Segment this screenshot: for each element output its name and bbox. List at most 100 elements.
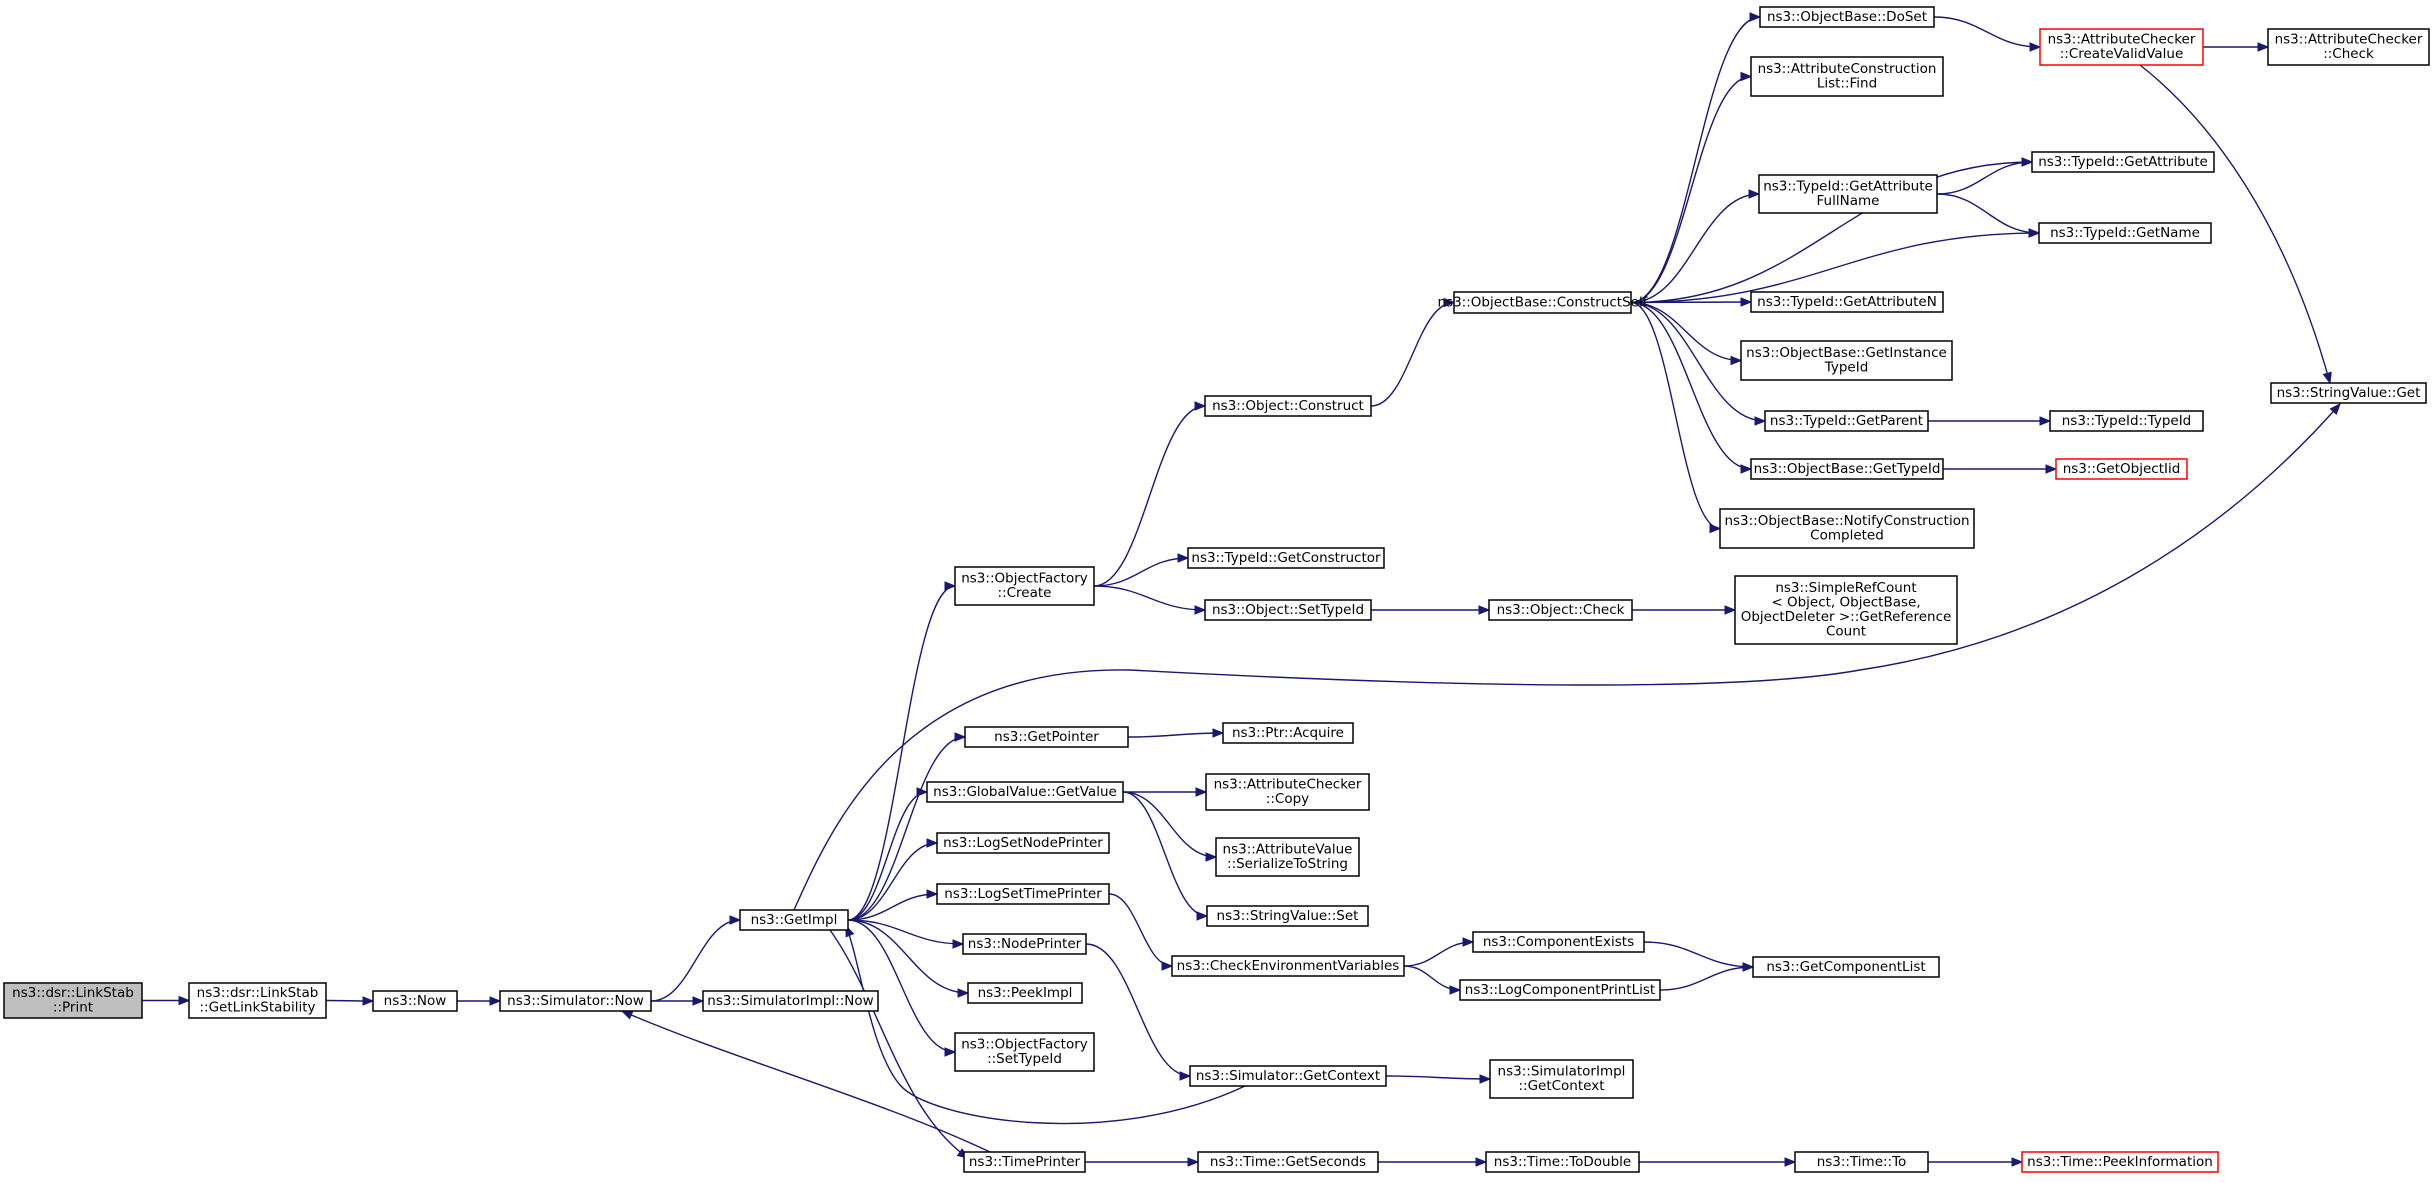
node-ns3-dsr-linkstab-getlinkstability[interactable]: ns3::dsr::LinkStab::GetLinkStability	[188, 982, 327, 1019]
node-label: ns3::Object::Check	[1497, 602, 1625, 618]
node-ns3-globalvalue-getvalue[interactable]: ns3::GlobalValue::GetValue	[926, 781, 1124, 803]
edge-getimpl-to-peekimpl	[847, 919, 970, 998]
arrowhead-icon	[1749, 12, 1762, 22]
node-ns3-object-check[interactable]: ns3::Object::Check	[1488, 599, 1633, 621]
arrowhead-icon	[1179, 1071, 1192, 1081]
node-ns3-getobjectiid[interactable]: ns3::GetObjectIid	[2055, 458, 2188, 480]
node-ns3-objectfactory-settypeid[interactable]: ns3::ObjectFactory::SetTypeId	[954, 1032, 1095, 1072]
node-ns3-logsettimeprinter[interactable]: ns3::LogSetTimePrinter	[936, 883, 1110, 905]
node-ns3-attributechecker-createvalidvalue[interactable]: ns3::AttributeChecker::CreateValidValue	[2039, 28, 2204, 66]
arrowhead-icon	[362, 996, 375, 1006]
node-ns3-checkenvironmentvariables[interactable]: ns3::CheckEnvironmentVariables	[1171, 955, 1405, 977]
node-ns3-logsetnodeprinter[interactable]: ns3::LogSetNodePrinter	[936, 832, 1110, 854]
edge-objfactcreate-to-getconstructor	[1093, 553, 1190, 587]
node-ns3-stringvalue-set[interactable]: ns3::StringValue::Set	[1206, 905, 1369, 927]
node-ns3-typeid-getparent[interactable]: ns3::TypeId::GetParent	[1764, 410, 1929, 432]
node-ns3-getimpl[interactable]: ns3::GetImpl	[739, 909, 849, 931]
node-ns3-objectbase-doset[interactable]: ns3::ObjectBase::DoSet	[1759, 6, 1935, 28]
edge-constructself-to-gettypeid	[1630, 301, 1753, 474]
node-box	[2270, 382, 2427, 404]
node-ns3-getcomponentlist[interactable]: ns3::GetComponentList	[1752, 956, 1940, 978]
node-label: ns3::ComponentExists	[1483, 934, 1634, 950]
arrowhead-icon	[1196, 911, 1209, 921]
arrowhead-icon	[2329, 402, 2341, 416]
edge-line	[847, 919, 964, 945]
node-box	[2055, 458, 2188, 480]
node-ns3-object-construct[interactable]: ns3::Object::Construct	[1204, 395, 1372, 417]
node-label: Completed	[1810, 528, 1884, 544]
node-ns3-objectfactory-create[interactable]: ns3::ObjectFactory::Create	[954, 566, 1095, 606]
node-box	[926, 781, 1124, 803]
node-ns3-simulatorimpl-now[interactable]: ns3::SimulatorImpl::Now	[702, 990, 879, 1012]
edge-getimpl-to-logtimeprinter	[847, 889, 939, 921]
node-ns3-stringvalue-get[interactable]: ns3::StringValue::Get	[2270, 382, 2427, 404]
node-ns3-simulatorimpl-getcontext[interactable]: ns3::SimulatorImpl::GetContext	[1489, 1059, 1634, 1099]
edge-timeprinter-to-getseconds	[1085, 1157, 1200, 1167]
edge-timeprinter-to-simnow	[620, 1010, 991, 1153]
arrowhead-icon	[692, 996, 705, 1006]
node-label: ns3::CheckEnvironmentVariables	[1177, 958, 1400, 974]
node-box	[1752, 956, 1940, 978]
node-box	[1740, 340, 1953, 381]
node-ns3-timeprinter[interactable]: ns3::TimePrinter	[963, 1151, 1086, 1173]
node-ns3-getpointer[interactable]: ns3::GetPointer	[964, 726, 1129, 748]
arrowhead-icon	[178, 995, 191, 1006]
node-label: ns3::SimulatorImpl	[1498, 1064, 1626, 1080]
edge-getimpl-to-lognodeprinter	[847, 838, 939, 921]
node-ns3-time-getseconds[interactable]: ns3::Time::GetSeconds	[1197, 1151, 1379, 1173]
node-ns3-now[interactable]: ns3::Now	[372, 990, 458, 1012]
node-ns3-attributevalue-serializetostring[interactable]: ns3::AttributeValue::SerializeToString	[1215, 837, 1360, 877]
arrowhead-icon	[944, 1047, 957, 1057]
node-ns3-time-peekinformation[interactable]: ns3::Time::PeekInformation	[2021, 1151, 2219, 1173]
node-ns3-objectbase-notifyconstruction-completed[interactable]: ns3::ObjectBase::NotifyConstructionCompl…	[1719, 508, 1975, 549]
node-label: ns3::TypeId::GetName	[2050, 225, 2200, 241]
node-ns3-typeid-getname[interactable]: ns3::TypeId::GetName	[2038, 222, 2212, 244]
node-ns3-componentexists[interactable]: ns3::ComponentExists	[1472, 931, 1645, 953]
node-ns3-dsr-linkstab-print[interactable]: ns3::dsr::LinkStab::Print	[3, 982, 143, 1019]
node-ns3-object-settypeid[interactable]: ns3::Object::SetTypeId	[1204, 599, 1372, 621]
node-label: ns3::StringValue::Get	[2277, 385, 2421, 401]
node-label: ns3::Object::Construct	[1212, 398, 1364, 414]
node-ns3-typeid-getconstructor[interactable]: ns3::TypeId::GetConstructor	[1187, 547, 1385, 569]
node-ns3-simulator-now[interactable]: ns3::Simulator::Now	[499, 990, 652, 1012]
node-ns3-time-to[interactable]: ns3::Time::To	[1794, 1151, 1929, 1173]
arrowhead-icon	[1478, 605, 1491, 615]
arrowhead-icon	[489, 996, 502, 1006]
node-ns3-logcomponentprintlist[interactable]: ns3::LogComponentPrintList	[1459, 979, 1661, 1001]
node-ns3-simplerefcount-object-objectbase-objectdeleter-getreference-count[interactable]: ns3::SimpleRefCount< Object, ObjectBase,…	[1734, 575, 1958, 645]
node-ns3-time-todouble[interactable]: ns3::Time::ToDouble	[1485, 1151, 1640, 1173]
node-ns3-objectbase-gettypeid[interactable]: ns3::ObjectBase::GetTypeId	[1750, 458, 1944, 480]
node-ns3-typeid-getattribute[interactable]: ns3::TypeId::GetAttribute	[2031, 151, 2215, 173]
edge-line	[847, 893, 938, 921]
node-box	[1205, 773, 1370, 811]
node-label: ::GetLinkStability	[199, 1000, 315, 1016]
node-box	[936, 883, 1110, 905]
node-ns3-nodeprinter[interactable]: ns3::NodePrinter	[962, 933, 1087, 955]
node-ns3-typeid-typeid[interactable]: ns3::TypeId::TypeId	[2049, 410, 2204, 432]
edge-logcompprint-to-getcomplist	[1659, 962, 1755, 991]
edge-line	[621, 1010, 991, 1153]
node-label: ns3::LogSetTimePrinter	[944, 886, 1102, 902]
node-label: ns3::GetImpl	[751, 912, 838, 928]
edge-objcheck-to-simplerefcount	[1632, 605, 1737, 615]
node-ns3-typeid-getattributen[interactable]: ns3::TypeId::GetAttributeN	[1750, 291, 1944, 313]
node-label: ns3::AttributeValue	[1223, 842, 1353, 858]
edge-line	[1122, 791, 1217, 858]
node-ns3-ptr-acquire[interactable]: ns3::Ptr::Acquire	[1222, 722, 1354, 744]
arrowhead-icon	[1195, 787, 1208, 797]
node-ns3-attributechecker-copy[interactable]: ns3::AttributeChecker::Copy	[1205, 773, 1370, 811]
edge-createvalid-to-stringget	[2139, 64, 2332, 385]
edge-line	[829, 929, 969, 1159]
node-box	[1459, 979, 1661, 1001]
node-label: ::Create	[998, 585, 1052, 601]
node-ns3-simulator-getcontext[interactable]: ns3::Simulator::GetContext	[1189, 1065, 1387, 1087]
node-ns3-peekimpl[interactable]: ns3::PeekImpl	[967, 982, 1083, 1004]
node-ns3-attributechecker-check[interactable]: ns3::AttributeChecker::Check	[2267, 28, 2430, 66]
node-label: ns3::LogSetNodePrinter	[943, 835, 1103, 851]
arrowhead-icon	[1161, 961, 1174, 971]
node-ns3-objectbase-constructself[interactable]: ns3::ObjectBase::ConstructSelf	[1438, 291, 1649, 314]
edge-getimpl-to-timeprinter	[829, 929, 970, 1159]
